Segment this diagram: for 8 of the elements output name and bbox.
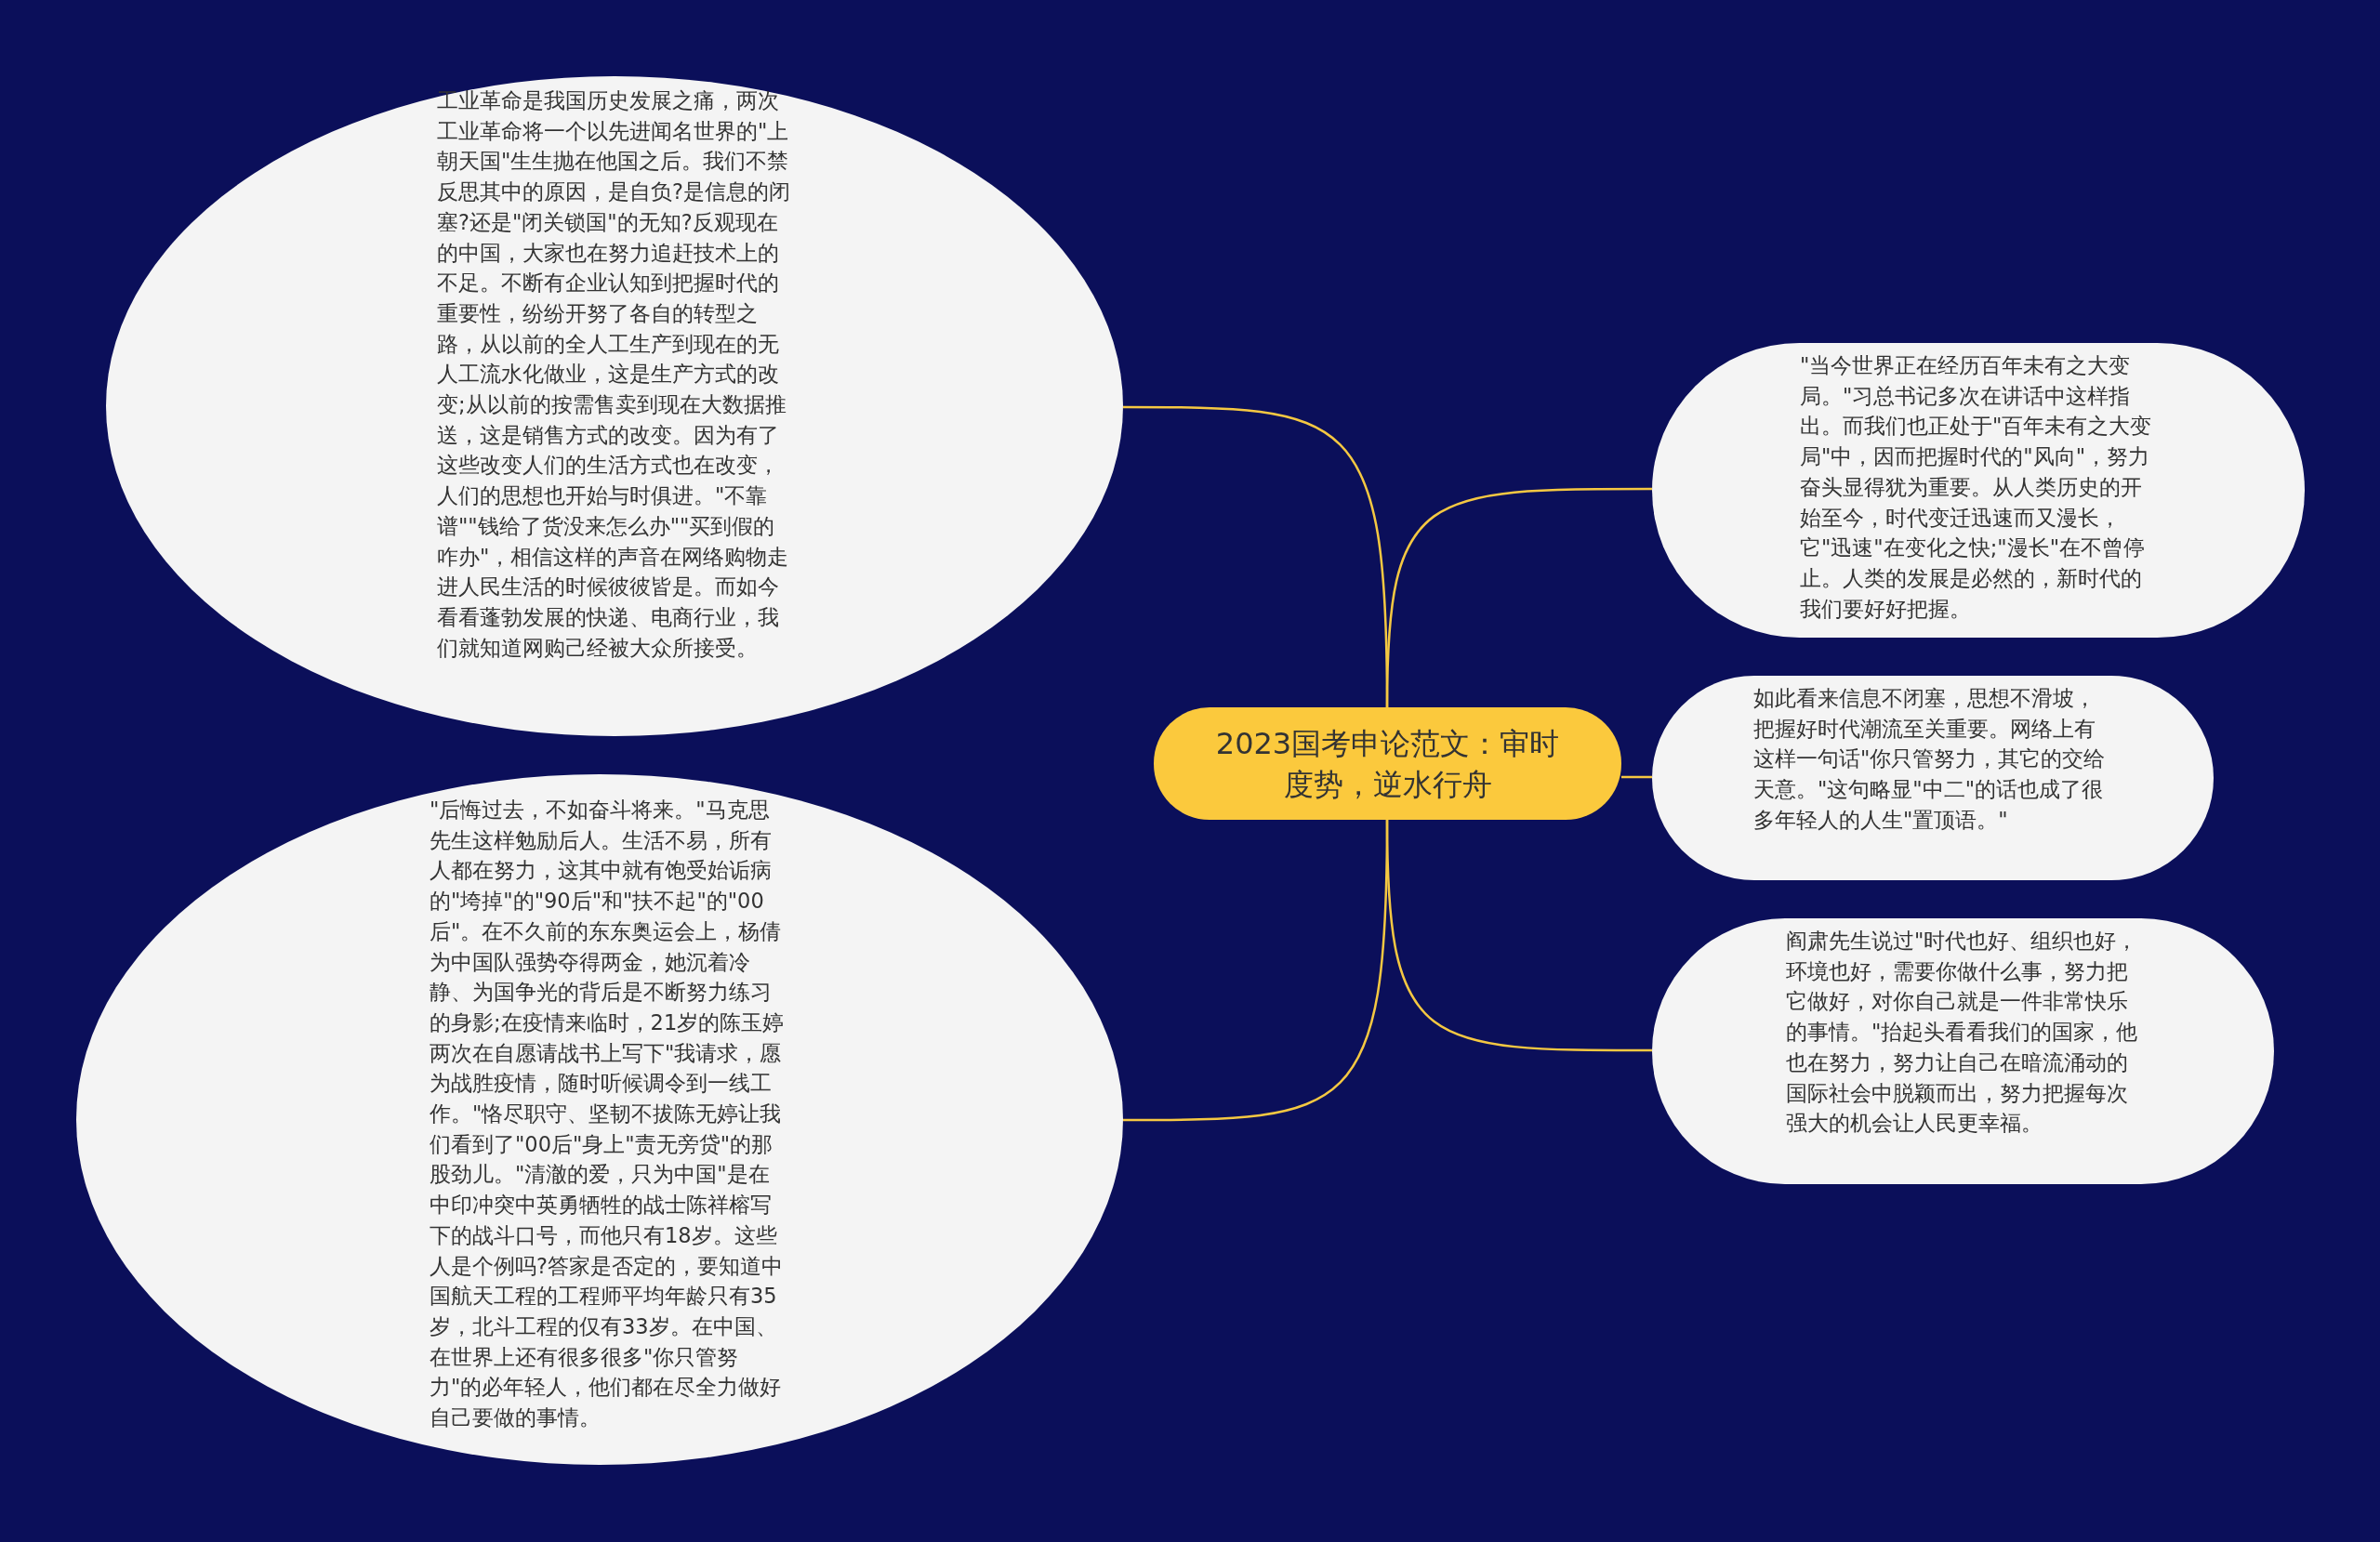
bubble-text: 阎肃先生说过"时代也好、组织也好，环境也好，需要你做什么事，努力把它做好，对你自己就是一件非常快乐的事情。"抬起头看看我们的国家，他也在努力，努力让自己在暗流涌动的国际社会中脱颖而出，努力把握每次强大的机会让人民更幸福。 — [1786, 928, 2139, 1138]
bubble-text: 如此看来信息不闭塞，思想不滑坡，把握好时代潮流至关重要。网络上有这样一句话"你只管努力，其它的交给天意。"这句略显"中二"的话也成了很多年轻人的人生"置顶语。" — [1753, 685, 2107, 834]
bubble-text: "后悔过去，不如奋斗将来。"马克思先生这样勉励后人。生活不易，所有人都在努力，这其中就有饱受始诟病的"垮掉"的"90后"和"扶不起"的"00后"。在不久前的东东奥运会上，杨倩为中国队强势夺得两金，她沉着冷静、为国争光的背后是不断努力练习的身影;在疫情来临时，21岁的陈玉婷两次在自愿请战书上写下"我请求，愿为战胜疫情，随时听候调令到一线工作。"恪尽职守、坚韧不拔陈无婷让我们看到了"00后"身上"责无旁贷"的那股劲儿。"清澈的爱，只为中国"是在中印冲突中英勇牺牲的战士陈祥榕写下的战斗口号，而他只有18岁。这些人是个例吗?答家是否定的，要知道中国航天工程的工程师平均年龄只有35岁，北斗工程的仅有33岁。在中国、在世界上还有很多很多"你只管努力"的必年轻人，他们都在尽全力做好自己要做的事情。 — [430, 797, 785, 1432]
bubble-text: 工业革命是我国历史发展之痛，两次工业革命将一个以先进闻名世界的"上朝天国"生生抛在他国之后。我们不禁反思其中的原因，是自负?是信息的闭塞?还是"闭关锁国"的无知?反观现在的中国，大家也在努力追赶技术上的不足。不断有企业认知到把握时代的重要性，纷纷开努了各自的转型之路，从以前的全人工生产到现在的无人工流水化做业，这是生产方式的改变;从以前的按需售卖到现在大数据推送，这是销售方式的改变。因为有了这些改变人们的生活方式也在改变，人们的思想也开始与时俱进。"不靠谱""钱给了货没来怎么办""买到假的咋办"，相信这样的声音在网络购物走进人民生活的时候彼彼皆是。而如今看看蓬勃发展的快递、电商行业，我们就知道网购己经被大众所接受。 — [437, 87, 791, 662]
topic-title: 2023国考申论范文：审时度势，逆水行舟 — [1214, 724, 1561, 804]
connector-line — [1621, 775, 1652, 779]
bubble-text: "当今世界正在经历百年未有之大变局。"习总书记多次在讲话中这样指出。而我们也正处于"百年未有之大变局"中，因而把握时代的"风向"，努力奋头显得犹为重要。从人类历史的开始至今，时代变迁迅速而又漫长，它"迅速"在变化之快;"漫长"在不曾停止。人类的发展是必然的，新时代的我们要好好把握。 — [1800, 352, 2153, 623]
connector-line — [1385, 487, 1652, 708]
